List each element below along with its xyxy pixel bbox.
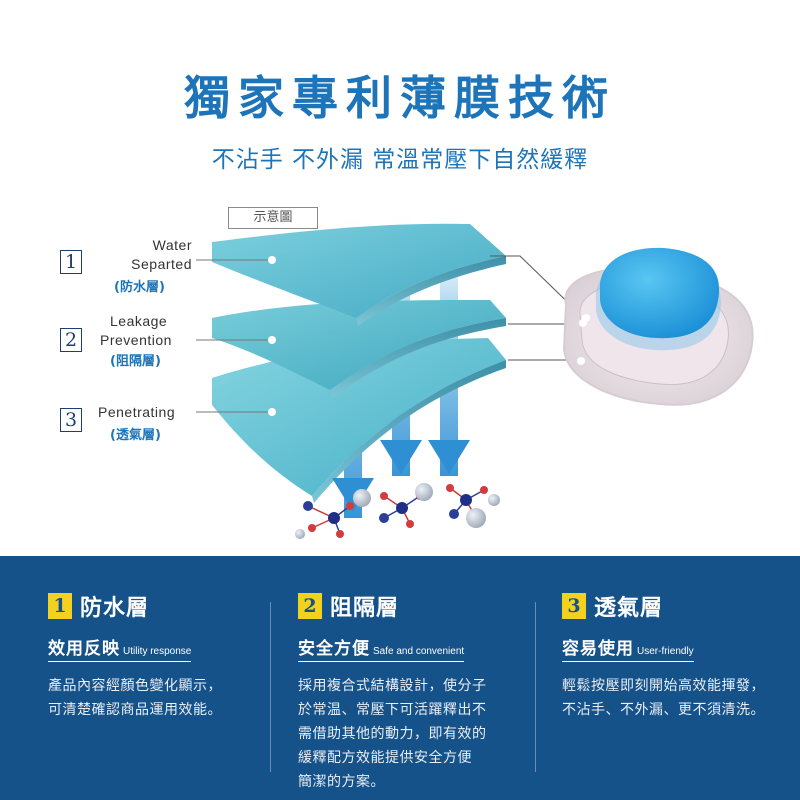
molecule-cluster <box>295 489 371 539</box>
molecule-sphere <box>488 494 500 506</box>
molecule-sphere <box>466 508 486 528</box>
feature-subtitle-en: Utility response <box>123 646 192 657</box>
molecule-sphere <box>353 489 371 507</box>
feature-line: 可清楚確認商品運用效能。 <box>48 702 222 718</box>
molecule-sphere <box>295 529 305 539</box>
feature-line: 於常温、常壓下可活躍釋出不 <box>298 702 487 718</box>
film-layer-penetrating <box>212 338 506 496</box>
schematic-tag: 示意圖 <box>228 207 318 229</box>
feature-description: 產品內容經顏色變化顯示， 可清楚確認商品運用效能。 <box>48 674 258 722</box>
page-subtitle: 不沾手 不外漏 常溫常壓下自然緩釋 <box>211 147 589 173</box>
layer-label-en: Water Separted <box>112 236 192 274</box>
feature-subtitle-zh: 安全方便 <box>298 639 370 659</box>
layer-number: 2 <box>60 328 82 352</box>
layer-label-line: Leakage <box>110 313 168 329</box>
molecule-atom <box>406 520 414 528</box>
molecule-atom <box>328 512 340 524</box>
layer-label-en: Penetrating <box>98 404 176 420</box>
layer-label-line: Water <box>152 237 192 253</box>
feature-subtitle-zh: 容易使用 <box>562 639 634 659</box>
leader-dot <box>268 256 276 264</box>
feature-line: 採用複合式結構設計，使分子 <box>298 678 487 694</box>
molecule-atom <box>460 494 472 506</box>
film-layer-water <box>212 223 506 318</box>
membrane-illustration <box>196 208 754 539</box>
layer-number: 3 <box>60 408 82 432</box>
feature-number: 1 <box>48 593 72 619</box>
column-divider <box>535 602 536 772</box>
flow-arrow-icon <box>380 440 422 474</box>
feature-header: 3 透氣層 <box>562 592 790 621</box>
film-edge <box>312 360 506 503</box>
column-divider <box>270 602 271 772</box>
molecule-atom <box>446 484 454 492</box>
molecule-atom <box>336 530 344 538</box>
page-title: 獨家專利薄膜技術 <box>184 71 616 125</box>
molecule-atom <box>346 502 354 510</box>
leader-dot <box>582 314 590 322</box>
leader-dot <box>268 336 276 344</box>
layer-label-line: Prevention <box>100 332 172 348</box>
molecule-atom <box>396 502 408 514</box>
feature-description: 採用複合式結構設計，使分子 於常温、常壓下可活躍釋出不 需借助其他的動力，即有效… <box>298 674 523 794</box>
feature-line: 簡潔的方案。 <box>298 774 385 790</box>
molecule-sphere <box>415 483 433 501</box>
flow-arrow-icon <box>428 440 470 474</box>
feature-description: 輕鬆按壓即刻開始高效能揮發， 不沾手、不外漏、更不須清洗。 <box>562 674 790 722</box>
feature-number: 2 <box>298 593 322 619</box>
feature-line: 輕鬆按壓即刻開始高效能揮發， <box>562 678 765 694</box>
molecule-atom <box>480 486 488 494</box>
product-illustration <box>562 247 754 406</box>
feature-line: 需借助其他的動力，即有效的 <box>298 726 487 742</box>
leader-dot <box>268 408 276 416</box>
layer-label-en: Leakage Prevention <box>100 312 192 350</box>
layer-label-line: Separted <box>131 256 192 272</box>
feature-header: 2 阻隔層 <box>298 592 523 621</box>
feature-subtitle-en: Safe and convenient <box>373 646 465 657</box>
molecule-atom <box>380 492 388 500</box>
flow-arrow-icon <box>332 478 374 512</box>
molecule-atom <box>379 513 389 523</box>
film-edge <box>330 318 506 398</box>
molecule-cluster <box>446 484 500 528</box>
layer-label-zh: (防水層) <box>114 280 165 295</box>
feature-header: 1 防水層 <box>48 592 258 621</box>
molecule-atom <box>303 501 313 511</box>
feature-subtitle-en: User-friendly <box>637 646 694 657</box>
layer-label-zh: (透氣層) <box>110 428 161 443</box>
product-cap <box>599 247 720 339</box>
feature-title: 透氣層 <box>594 596 664 621</box>
feature-title: 防水層 <box>80 596 150 621</box>
product-leader-line <box>490 255 585 319</box>
feature-line: 產品內容經顏色變化顯示， <box>48 678 222 694</box>
membrane-diagram: 示意圖 1 Water Separted (防水層) 2 Leakage Pre… <box>60 207 754 539</box>
molecule-atom <box>308 524 316 532</box>
feature-line: 不沾手、不外漏、更不須清洗。 <box>562 702 765 718</box>
layer-number: 1 <box>60 250 82 274</box>
leader-dot <box>577 357 585 365</box>
film-edge <box>356 256 506 326</box>
feature-subtitle-zh: 效用反映 <box>48 639 120 659</box>
film-layer-leakage <box>212 300 506 390</box>
feature-line: 緩釋配方效能提供安全方便 <box>298 750 472 766</box>
molecule-atom <box>449 509 459 519</box>
molecule-cluster <box>379 483 433 528</box>
layer-label-zh: (阻隔層) <box>110 354 161 369</box>
feature-number: 3 <box>562 593 586 619</box>
feature-title: 阻隔層 <box>330 596 400 621</box>
